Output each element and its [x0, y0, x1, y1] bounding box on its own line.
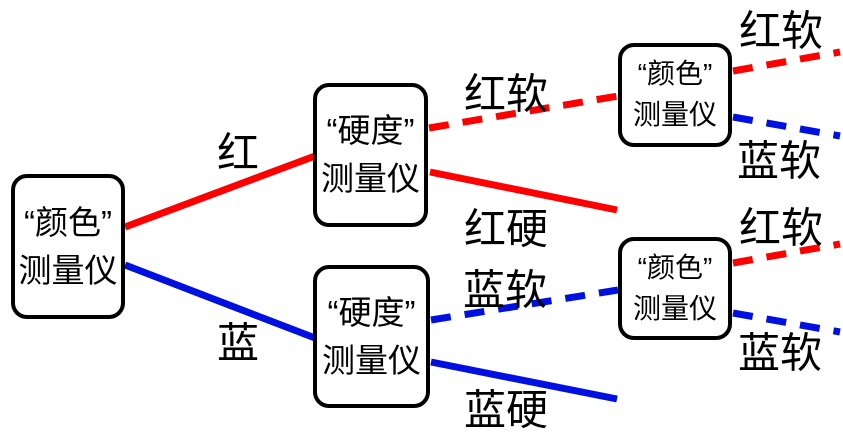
node-hardness-meter-bottom: “硬度” 测量仪: [313, 265, 430, 408]
label-red-soft-1: 红软: [463, 70, 549, 118]
label-red-soft-2: 红软: [738, 7, 824, 55]
node-label-line2: 测量仪: [632, 292, 717, 324]
node-color-meter-top-right: “颜色” 测量仪: [618, 43, 732, 147]
node-label-line2: 测量仪: [18, 251, 118, 289]
label-blue-hard: 蓝硬: [463, 386, 549, 434]
label-blue-soft-3: 蓝软: [737, 329, 823, 377]
node-label-line1: “颜色”: [637, 251, 713, 283]
node-label-line2: 测量仪: [321, 160, 420, 197]
node-hardness-meter-top: “硬度” 测量仪: [313, 83, 428, 227]
node-color-meter-mid-right: “颜色” 测量仪: [618, 237, 732, 340]
label-red-hard: 红硬: [463, 205, 549, 253]
node-label-line1: “硬度”: [326, 112, 415, 150]
node-label-line2: 测量仪: [322, 341, 421, 379]
node-label-line1: “颜色”: [637, 58, 713, 90]
label-blue-soft-1: 蓝软: [462, 266, 548, 314]
label-blue: 蓝: [216, 319, 260, 367]
label-blue-soft-2: 蓝软: [736, 137, 822, 185]
label-red-soft-3: 红软: [738, 204, 824, 252]
label-red: 红: [216, 129, 260, 177]
node-label-line2: 测量仪: [632, 99, 717, 130]
node-color-meter-root: “颜色” 测量仪: [11, 174, 125, 319]
node-label-line1: “颜色”: [24, 203, 112, 241]
node-label-line1: “硬度”: [327, 293, 416, 331]
